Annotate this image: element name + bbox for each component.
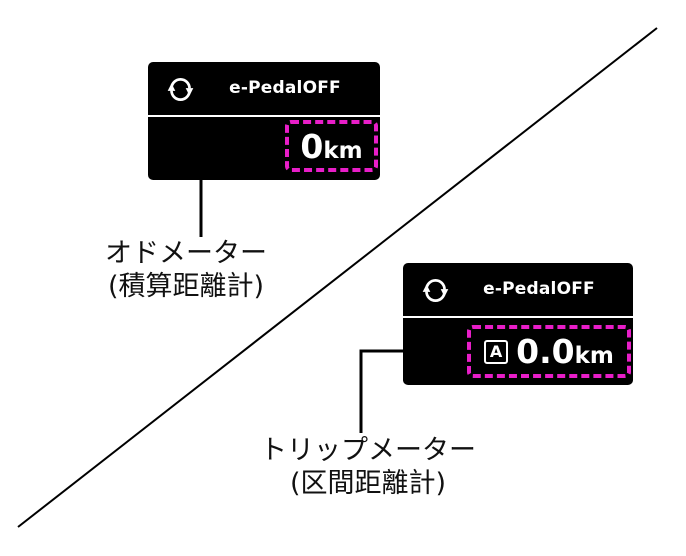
diagonal-divider-line	[17, 27, 658, 528]
odometer-highlight-box: 0km	[285, 120, 378, 172]
trip-label-line1: トリップメーター	[260, 435, 476, 466]
display-separator	[148, 115, 380, 117]
odometer-display-panel: e-PedalOFF 0km	[148, 62, 380, 180]
odometer-unit: km	[323, 137, 363, 164]
trip-label-line2: (区間距離計)	[289, 468, 447, 499]
odometer-label-line2: (積算距離計)	[107, 271, 265, 302]
e-pedal-mode-label: e-PedalOFF	[229, 78, 341, 98]
trip-unit: km	[574, 343, 614, 369]
display-header: e-PedalOFF	[403, 263, 633, 316]
trip-value: 0.0	[516, 332, 575, 371]
trip-highlight-box: A 0.0km	[467, 325, 631, 378]
trip-a-indicator: A	[484, 339, 509, 364]
trip-display-panel: e-PedalOFF A 0.0km	[403, 263, 633, 385]
e-pedal-mode-label: e-PedalOFF	[483, 279, 595, 299]
display-header: e-PedalOFF	[148, 62, 380, 115]
odometer-label: オドメーター (積算距離計)	[72, 237, 300, 303]
e-pedal-rotation-icon	[422, 279, 449, 302]
trip-reading: 0.0km	[516, 335, 614, 368]
odometer-reading: 0km	[300, 130, 362, 163]
odometer-value: 0	[300, 126, 324, 166]
display-separator	[403, 316, 633, 318]
odometer-label-line1: オドメーター	[105, 238, 267, 269]
trip-label: トリップメーター (区間距離計)	[236, 434, 500, 500]
e-pedal-rotation-icon	[167, 78, 194, 101]
